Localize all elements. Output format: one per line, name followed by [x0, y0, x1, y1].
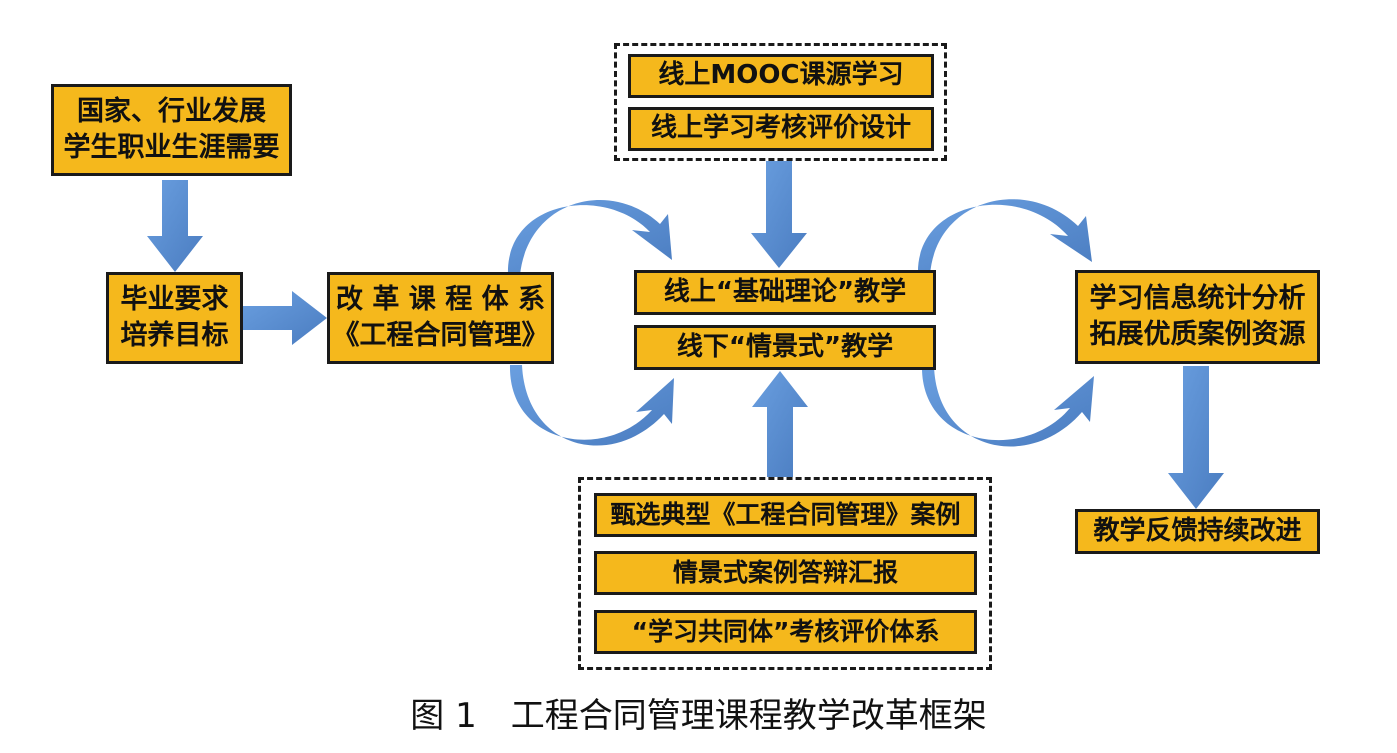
arrow-online-group-down	[751, 161, 807, 268]
arrow-analysis-to-feedback	[1168, 366, 1224, 509]
box-case-selection: 甄选典型《工程合同管理》案例	[594, 493, 977, 537]
box-case-report: 情景式案例答辩汇报	[594, 551, 977, 595]
box-offline-teaching: 线下“情景式”教学	[634, 325, 936, 370]
requirements-line-1: 毕业要求	[120, 283, 229, 315]
box-online-assessment: 线上学习考核评价设计	[628, 107, 934, 151]
curve-online-to-analysis	[917, 199, 1092, 275]
offline-group-frame	[578, 477, 992, 670]
needs-line-2: 学生职业生涯需要	[63, 132, 280, 163]
box-teaching-feedback: 教学反馈持续改进	[1075, 509, 1320, 554]
box-course-reform: 改 革 课 程 体 系 《工程合同管理》	[327, 272, 554, 364]
box-national-needs: 国家、行业发展 学生职业生涯需要	[51, 84, 292, 176]
analysis-line-1: 学习信息统计分析	[1089, 282, 1306, 314]
box-community-evaluation: “学习共同体”考核评价体系	[594, 610, 977, 654]
needs-line-1: 国家、行业发展	[77, 95, 266, 127]
box-learning-analysis: 学习信息统计分析 拓展优质案例资源	[1075, 270, 1320, 364]
curve-offline-to-analysis	[921, 365, 1094, 447]
curve-reform-to-offline	[509, 365, 674, 446]
box-online-teaching: 线上“基础理论”教学	[634, 270, 936, 315]
arrow-offline-group-up	[752, 371, 808, 477]
arrow-requirements-to-reform	[243, 291, 327, 345]
arrow-needs-to-requirements	[147, 180, 203, 272]
online-group-frame	[614, 43, 947, 161]
box-graduation-requirements: 毕业要求 培养目标	[106, 272, 243, 364]
reform-line-1: 改 革 课 程 体 系	[336, 283, 545, 315]
reform-line-2: 《工程合同管理》	[332, 320, 549, 351]
analysis-line-2: 拓展优质案例资源	[1089, 319, 1306, 350]
box-online-mooc: 线上MOOC课源学习	[628, 54, 934, 98]
requirements-line-2: 培养目标	[120, 320, 229, 351]
figure-caption: 图 1 工程合同管理课程教学改革框架	[410, 696, 987, 736]
curve-reform-to-online	[507, 200, 672, 275]
